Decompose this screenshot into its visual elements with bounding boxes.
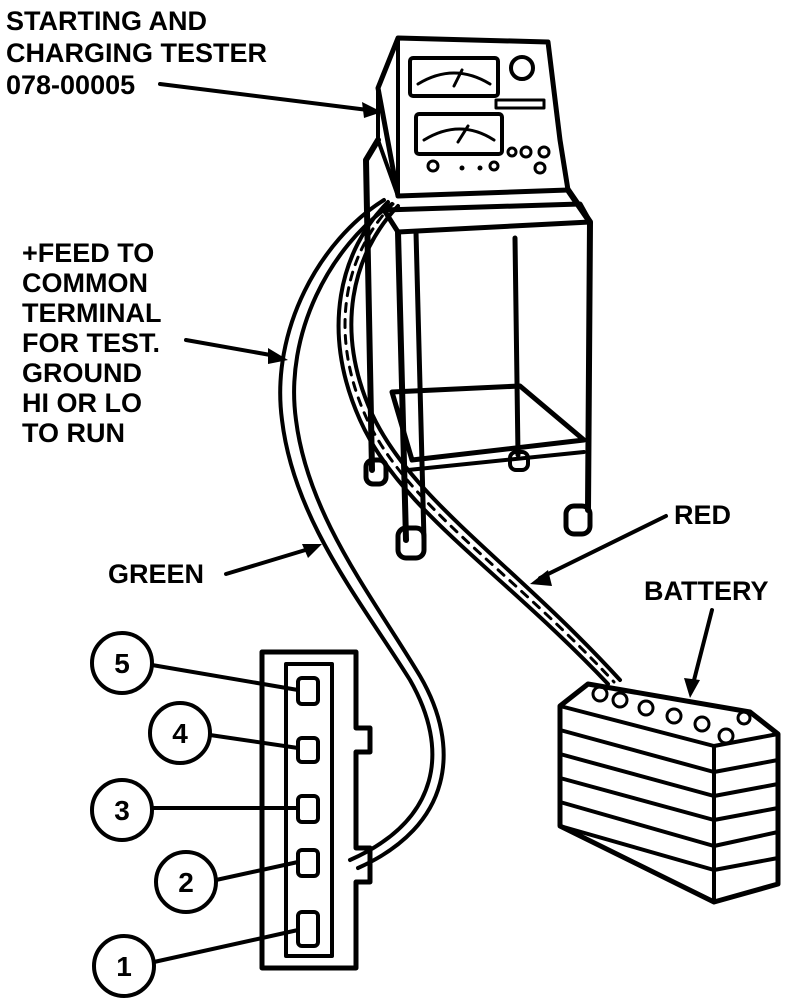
svg-text:HI OR LO: HI OR LO	[22, 388, 142, 418]
wheel-icon	[508, 450, 530, 472]
feed-note: +FEED TO COMMON TERMINAL FOR TEST. GROUN…	[22, 238, 161, 448]
wheel-icon	[363, 457, 389, 487]
green-leader-line	[224, 546, 314, 576]
red-label: RED	[674, 500, 731, 530]
terminal-pin-2	[296, 848, 320, 878]
svg-text:+FEED TO: +FEED TO	[22, 238, 154, 268]
terminal-number: 2	[178, 867, 194, 898]
red-leader-line	[538, 514, 668, 580]
terminal-number: 1	[116, 951, 132, 982]
svg-text:CHARGING TESTER: CHARGING TESTER	[6, 38, 267, 68]
terminal-number: 4	[172, 718, 188, 749]
terminal-pin-3	[296, 794, 320, 824]
terminal-number: 5	[114, 648, 130, 679]
red-cable	[336, 200, 622, 686]
svg-text:STARTING AND: STARTING AND	[6, 6, 207, 36]
arrowhead-icon	[302, 544, 322, 558]
tester-leader-line	[158, 82, 370, 112]
wheel-icon	[563, 503, 593, 537]
arrowhead-icon	[530, 570, 552, 586]
battery-label: BATTERY	[644, 576, 769, 606]
svg-text:TERMINAL: TERMINAL	[22, 298, 161, 328]
green-cable	[278, 198, 446, 870]
svg-text:TO RUN: TO RUN	[22, 418, 125, 448]
green-label: GREEN	[108, 559, 204, 589]
tester-cart	[363, 35, 593, 561]
battery-leader-line	[690, 608, 714, 690]
lower-meter-icon	[414, 112, 504, 156]
svg-text:GROUND: GROUND	[22, 358, 142, 388]
upper-meter-icon	[408, 56, 500, 98]
wheel-icon	[395, 525, 427, 561]
battery-icon	[557, 681, 781, 905]
terminal-pin-1	[296, 910, 320, 948]
svg-text:FOR TEST.: FOR TEST.	[22, 328, 160, 358]
terminal-callout-3: 3	[90, 778, 300, 842]
feed-leader-line	[184, 338, 278, 358]
control-dial-icon	[426, 159, 440, 173]
terminal-pin-5	[296, 676, 320, 706]
terminal-callout-1: 1	[92, 928, 300, 998]
terminal-callout-2: 2	[154, 850, 300, 914]
arrowhead-icon	[684, 678, 700, 698]
terminal-number: 3	[114, 795, 130, 826]
arrowhead-icon	[268, 348, 288, 364]
control-knob-icon	[509, 55, 535, 81]
tester-label: STARTING AND CHARGING TESTER 078-00005	[6, 6, 267, 100]
tester-unit	[375, 35, 571, 199]
top-shelf	[381, 201, 593, 235]
svg-text:078-00005: 078-00005	[6, 70, 135, 100]
terminal-callout-4: 4	[148, 701, 300, 765]
svg-text:COMMON: COMMON	[22, 268, 148, 298]
terminal-pin-4	[296, 736, 320, 764]
terminal-callout-5: 5	[90, 631, 300, 695]
arrowhead-icon	[362, 102, 382, 118]
display-slot	[494, 98, 546, 110]
